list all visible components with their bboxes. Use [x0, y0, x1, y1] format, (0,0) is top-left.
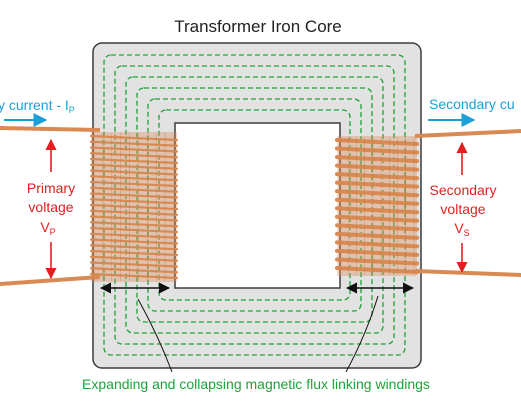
- winding-turn: [89, 272, 179, 280]
- primary-current-label: y current - IP: [0, 97, 75, 115]
- winding-turn: [335, 172, 419, 181]
- secondary-voltage-line2: voltage: [440, 201, 485, 217]
- winding-turn: [89, 249, 179, 257]
- primary-voltage-subscript: P: [50, 227, 56, 237]
- secondary-voltage-v: V: [454, 220, 464, 236]
- winding-turn: [335, 257, 419, 266]
- winding-turn: [89, 192, 179, 199]
- secondary-voltage-symbol: VS: [454, 220, 469, 238]
- caption-pointer-left: [137, 298, 173, 373]
- primary-current-text: y current - I: [0, 97, 69, 113]
- flux-loop: [125, 76, 384, 334]
- winding-turn: [335, 138, 419, 146]
- core-window: [174, 122, 341, 289]
- iron-core: [92, 42, 422, 369]
- winding-turn: [89, 134, 179, 142]
- flux-loop: [136, 87, 373, 323]
- winding-turn: [335, 163, 419, 172]
- winding-turn: [89, 157, 179, 165]
- winding-turn: [89, 152, 179, 159]
- primary-voltage-line1: Primary: [27, 180, 75, 196]
- primary-lead-bottom: [0, 275, 101, 286]
- winding-turn: [335, 189, 419, 198]
- diagram-title: Transformer Iron Core: [174, 17, 342, 36]
- primary-voltage-v: V: [40, 219, 50, 235]
- winding-turn: [335, 240, 419, 249]
- primary-current-subscript: P: [69, 105, 75, 115]
- winding-turn: [89, 226, 179, 234]
- primary-lead-top: [0, 126, 101, 132]
- winding-turn: [89, 146, 179, 153]
- winding-turn: [335, 180, 419, 189]
- flux-caption: Expanding and collapsing magnetic flux l…: [82, 376, 430, 392]
- winding-turn: [89, 198, 179, 205]
- winding-turn: [89, 169, 179, 176]
- winding-turn: [89, 180, 179, 188]
- winding-turn: [89, 140, 179, 147]
- winding-turn: [89, 255, 179, 262]
- winding-turn: [335, 206, 419, 215]
- winding-turn: [89, 203, 179, 211]
- flux-loop: [158, 109, 351, 301]
- winding-turn: [89, 209, 179, 216]
- secondary-current-label: Secondary cu: [429, 96, 515, 112]
- caption-pointer-right: [345, 295, 379, 373]
- primary-winding: [89, 132, 179, 282]
- winding-turn: [335, 155, 419, 164]
- winding-turn: [89, 215, 179, 222]
- primary-voltage-symbol: VP: [40, 219, 55, 237]
- winding-turn: [89, 244, 179, 251]
- winding-turn: [335, 266, 419, 274]
- flux-loop: [147, 98, 362, 312]
- winding-turn: [335, 146, 419, 155]
- secondary-lead-bottom: [414, 269, 521, 277]
- secondary-voltage-subscript: S: [464, 228, 470, 238]
- winding-turn: [335, 223, 419, 232]
- secondary-winding: [335, 136, 419, 276]
- secondary-lead-top: [414, 129, 521, 138]
- winding-turn: [335, 214, 419, 223]
- winding-turn: [335, 248, 419, 257]
- winding-turn: [89, 232, 179, 239]
- winding-turn: [89, 267, 179, 274]
- winding-turn: [89, 261, 179, 268]
- secondary-voltage-line1: Secondary: [430, 182, 497, 198]
- winding-turn: [335, 197, 419, 206]
- winding-turn: [335, 231, 419, 240]
- winding-turn: [89, 238, 179, 245]
- flux-loop: [114, 65, 395, 345]
- winding-turn: [89, 163, 179, 170]
- winding-turn: [89, 221, 179, 228]
- winding-turn: [89, 175, 179, 182]
- winding-turn: [89, 186, 179, 193]
- primary-voltage-line2: voltage: [28, 199, 73, 215]
